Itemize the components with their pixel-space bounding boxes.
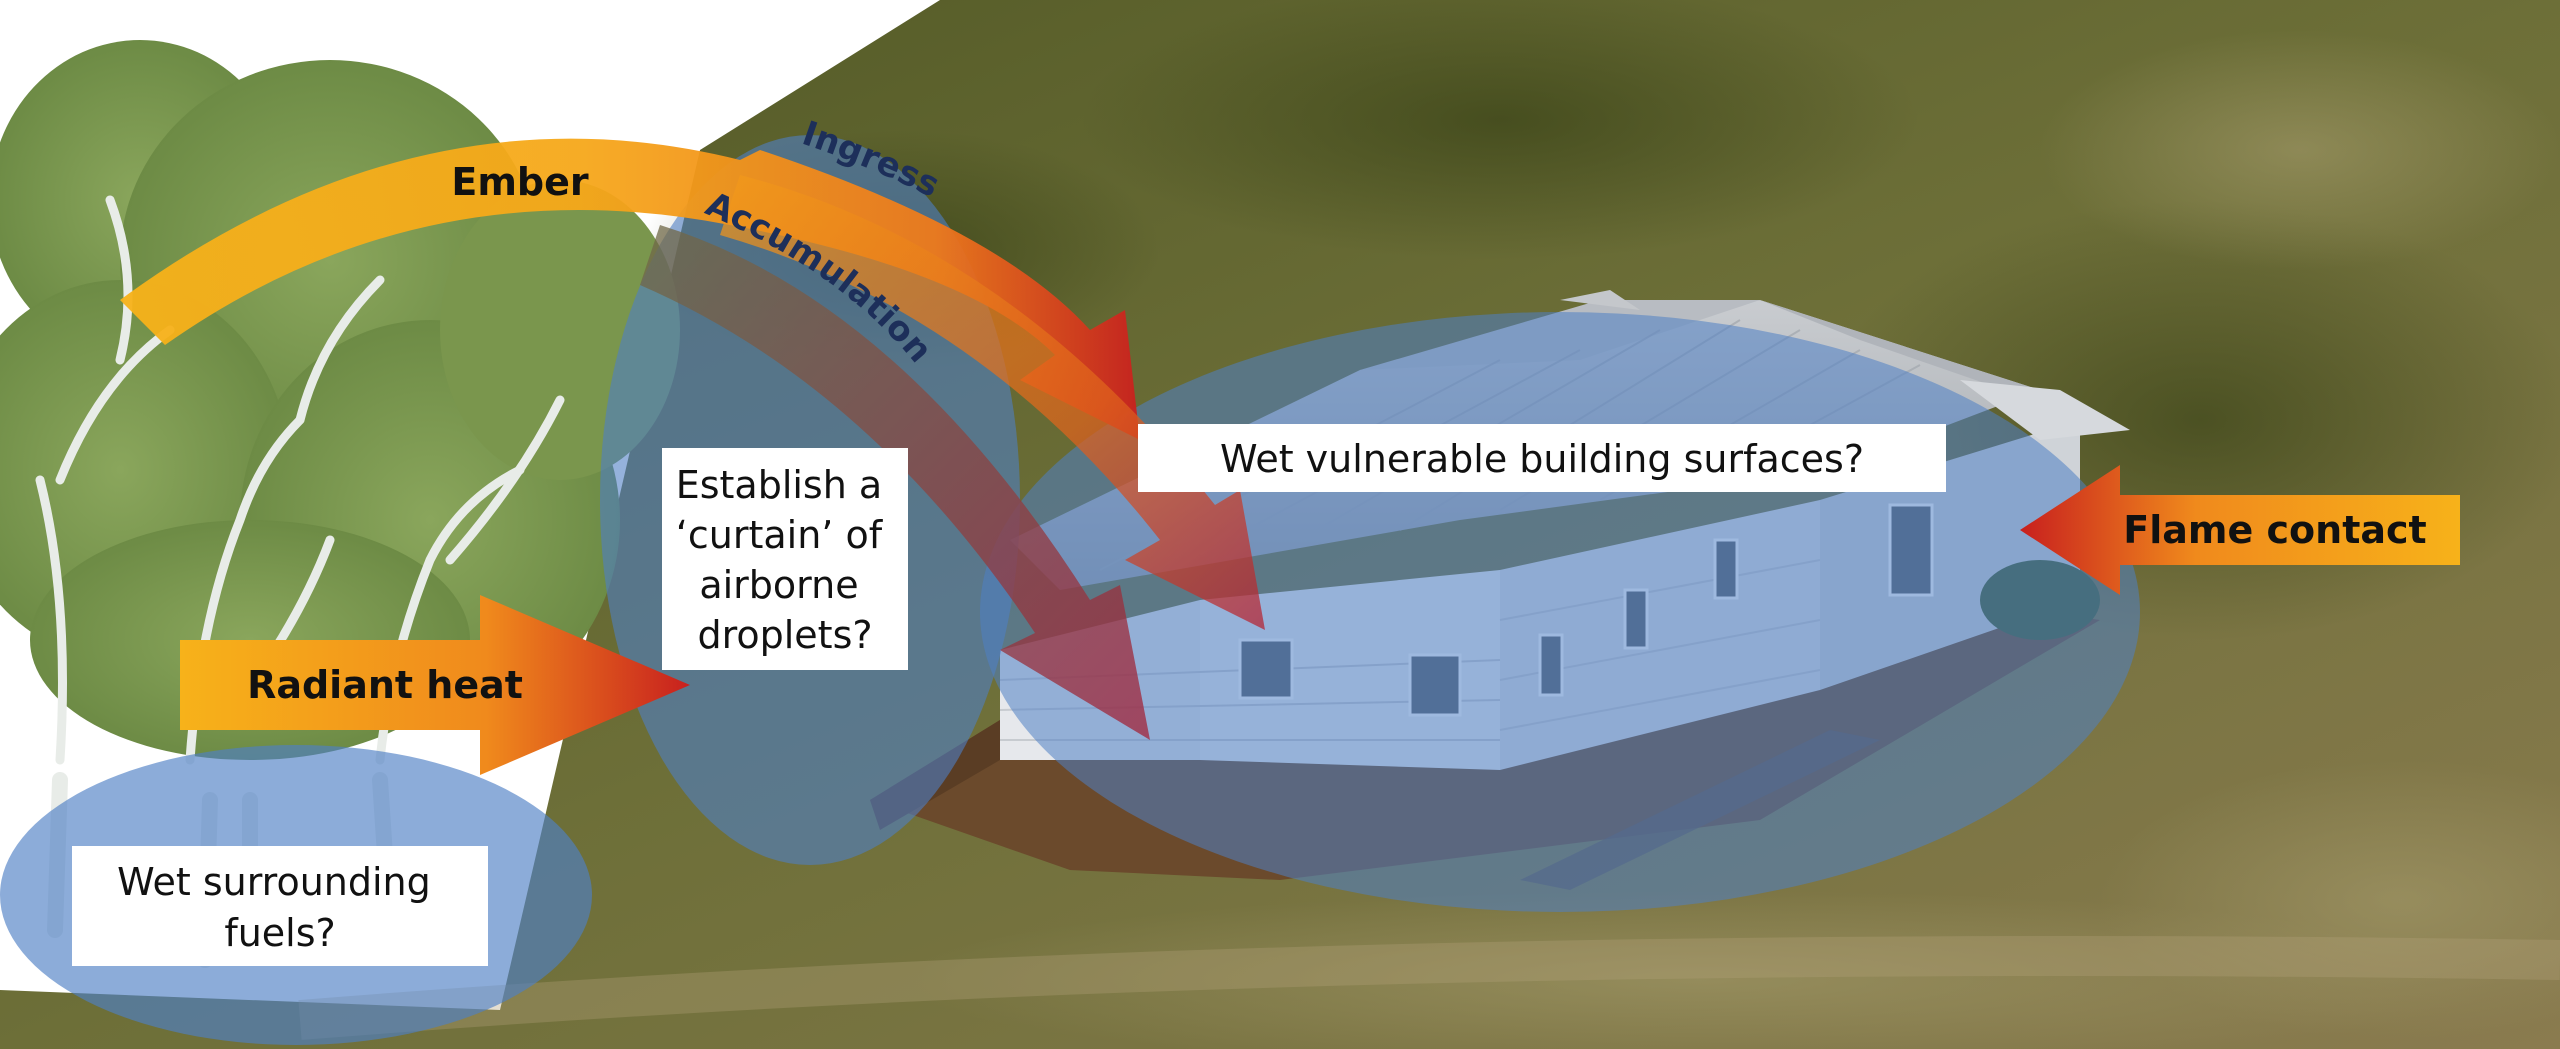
svg-text:Establish a ‘curtain’ of: Establish a ‘curtain’ of airborne drople…: [676, 463, 895, 657]
curtain-callout-line-4: droplets?: [697, 613, 872, 657]
fuels-callout-line-2: fuels?: [224, 911, 335, 955]
svg-text:Wet surrounding fuels?: Wet surrounding fuels?: [117, 860, 443, 955]
ember-label: Ember: [451, 160, 589, 204]
ember-arrow: [120, 138, 1140, 440]
svg-text:Wet vulnerable building surfac: Wet vulnerable building surfaces?: [1220, 437, 1864, 481]
radiant-heat-arrow: [180, 595, 690, 775]
ingress-arrow: [720, 175, 1265, 630]
building-callout-line-1: Wet vulnerable building surfaces?: [1220, 437, 1864, 481]
fuels-callout-line-1: Wet surrounding: [117, 860, 431, 904]
flame-contact-label: Flame contact: [2123, 508, 2426, 552]
fuels-callout: Wet surrounding fuels?: [72, 846, 488, 966]
building-callout: Wet vulnerable building surfaces?: [1138, 424, 1946, 492]
curtain-callout-line-3: airborne: [699, 563, 858, 607]
curtain-callout-line-2: ‘curtain’ of: [676, 513, 884, 557]
accumulation-arrow: [640, 225, 1150, 740]
building-zone: [980, 312, 2140, 912]
curtain-callout-line-1: Establish a: [676, 463, 882, 507]
curtain-callout: Establish a ‘curtain’ of airborne drople…: [662, 448, 908, 670]
radiant-heat-label: Radiant heat: [247, 663, 523, 707]
flame-contact-arrow: [2020, 465, 2460, 595]
